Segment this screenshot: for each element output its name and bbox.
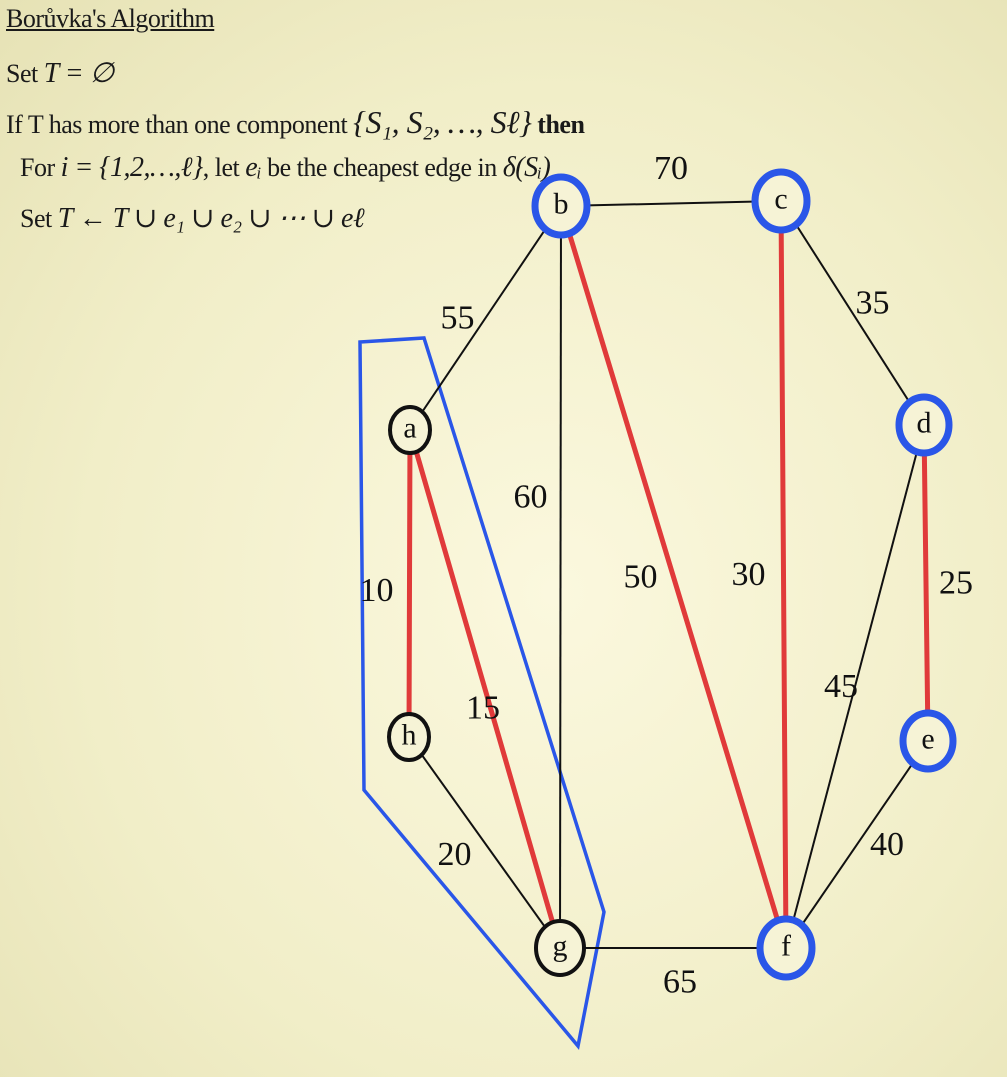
node-d-label: d: [917, 407, 932, 440]
weight-label-b-g: 60: [514, 479, 548, 516]
line3-prefix: For: [20, 153, 55, 182]
node-a-label: a: [403, 412, 416, 445]
line2-math: {S₁, S₂, …, Sℓ}: [353, 104, 532, 140]
node-c-circle: [751, 168, 811, 234]
line1-math: T = ∅: [43, 58, 114, 89]
weight-label-e-f: 40: [870, 826, 904, 863]
weight-label-b-f: 50: [624, 559, 658, 596]
weight-label-c-d: 35: [856, 285, 890, 322]
node-e-circle: [899, 709, 957, 773]
weight-label-d-f: 45: [824, 668, 858, 705]
edges-group: [406, 198, 931, 951]
line4-prefix: Set: [20, 204, 52, 233]
line3-math-e: eᵢ: [245, 152, 262, 183]
weight-label-b-c: 70: [654, 150, 688, 187]
node-g-label: g: [553, 930, 568, 963]
edge-g-h: [408, 736, 561, 949]
algorithm-line-2: If T has more than one component {S₁, S₂…: [6, 104, 585, 141]
weight-label-a-g: 15: [466, 690, 500, 727]
node-a: a: [388, 405, 432, 455]
weight-label-d-e: 25: [939, 565, 973, 602]
edge-e-f: [785, 740, 929, 949]
algorithm-line-1: Set T = ∅: [6, 56, 114, 90]
line3-math-delta: δ(Sᵢ): [502, 152, 551, 183]
line2-suffix: then: [537, 110, 585, 139]
weight-label-g-h: 20: [438, 836, 472, 873]
edge-h-a: [406, 427, 413, 740]
node-e: e: [899, 709, 957, 773]
line3-mid2: be the cheapest edge in: [267, 153, 497, 182]
node-f-label: f: [781, 930, 791, 963]
edge-b-c: [560, 200, 782, 207]
edge-a-b: [409, 205, 562, 431]
node-b-circle: [531, 173, 591, 239]
node-g-circle: [534, 919, 586, 977]
edge-d-f: [785, 424, 925, 949]
weights-group: 70 35 25 40 65 20 10 55 15 60 50 30 45: [360, 150, 974, 1001]
weight-label-f-g: 65: [663, 964, 697, 1001]
edge-c-d: [780, 200, 925, 426]
edge-d-e: [921, 422, 931, 744]
node-f-circle: [756, 915, 816, 981]
line3-math-i: i = {1,2,…,ℓ}: [60, 152, 204, 183]
line2-prefix: If T has more than one component: [6, 110, 348, 139]
node-f: f: [756, 915, 816, 981]
weight-label-a-b: 55: [441, 300, 475, 337]
edge-c-f: [778, 198, 789, 951]
algorithm-line-4: Set T ← T ∪ e₁ ∪ e₂ ∪ ⋯ ∪ eℓ: [20, 201, 365, 235]
weight-label-c-f: 30: [732, 556, 766, 593]
node-a-circle: [388, 405, 432, 455]
node-h: h: [387, 712, 431, 762]
node-d-circle: [895, 393, 953, 457]
component-outline: [358, 336, 606, 1050]
edge-a-g: [407, 427, 563, 951]
nodes-group: b c d e f a h g: [387, 168, 957, 981]
node-b: b: [531, 173, 591, 239]
line3-mid: , let: [202, 153, 240, 182]
line4-math: T ← T ∪ e₁ ∪ e₂ ∪ ⋯ ∪ eℓ: [57, 203, 365, 234]
node-h-circle: [387, 712, 431, 762]
algorithm-title: Borůvka's Algorithm: [6, 4, 215, 33]
node-g: g: [534, 919, 586, 977]
edge-b-g: [559, 205, 562, 949]
node-h-label: h: [402, 719, 417, 752]
algorithm-line-3: For i = {1,2,…,ℓ}, let eᵢ be the cheapes…: [20, 152, 551, 184]
node-e-label: e: [921, 723, 934, 756]
edge-b-f: [558, 203, 789, 951]
weight-label-h-a: 10: [360, 572, 394, 609]
node-c-label: c: [774, 183, 787, 216]
node-d: d: [895, 393, 953, 457]
line1-prefix: Set: [6, 59, 38, 88]
node-c: c: [751, 168, 811, 234]
node-b-label: b: [554, 188, 569, 221]
